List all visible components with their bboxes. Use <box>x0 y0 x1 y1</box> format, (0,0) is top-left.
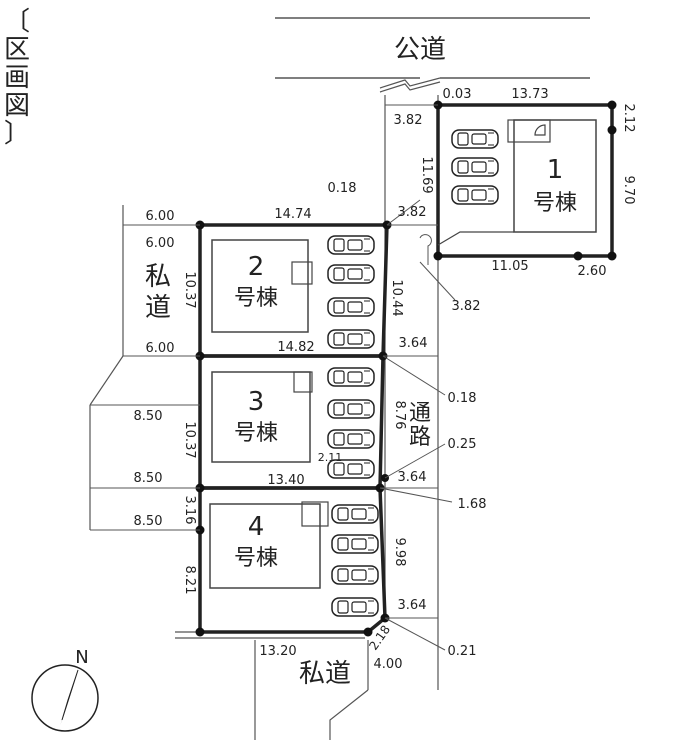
public-road: 公道 <box>275 17 590 93</box>
dim-6-00-c: 6.00 <box>146 341 175 356</box>
dim-2-12: 2.12 <box>621 104 636 133</box>
dim-13-20: 13.20 <box>259 644 296 659</box>
building-3-number: 3 <box>248 387 265 417</box>
dim-0-18-mid: 0.18 <box>448 391 477 406</box>
dim-4-00: 4.00 <box>374 657 403 672</box>
dim-9-70: 9.70 <box>621 176 636 205</box>
dim-10-37-a: 10.37 <box>182 271 197 308</box>
lot-1: 1 号棟 <box>436 103 614 258</box>
title-char-ga: 画 <box>3 63 30 93</box>
dim-10-44: 10.44 <box>389 279 404 316</box>
building-2-number: 2 <box>248 252 265 282</box>
building-2-footprint <box>211 239 309 333</box>
dim-8-50-a: 8.50 <box>134 409 163 424</box>
title-bracket-close: 〕 <box>3 119 30 149</box>
public-road-label: 公道 <box>394 35 446 65</box>
dim-0-21: 0.21 <box>448 644 477 659</box>
dim-3-64-a: 3.64 <box>399 336 428 351</box>
building-3-label: 号棟 <box>234 421 278 446</box>
dim-3-64-c: 3.64 <box>398 598 427 613</box>
dim-14-82: 14.82 <box>277 340 314 355</box>
dim-2-18: 2.18 <box>366 623 393 653</box>
dim-3-16: 3.16 <box>182 496 197 525</box>
building-1-number: 1 <box>547 155 564 185</box>
north-compass: N <box>31 647 99 732</box>
dim-3-82-mid: 3.82 <box>398 205 427 220</box>
dim-6-00-a: 6.00 <box>146 209 175 224</box>
private-road-left-char-1: 私 <box>145 262 171 292</box>
entrance-1 <box>507 119 551 143</box>
dim-13-40: 13.40 <box>267 473 304 488</box>
building-4-number: 4 <box>248 512 265 542</box>
lot-4: 4 号棟 <box>198 486 387 634</box>
private-road-bottom-label: 私道 <box>299 659 351 689</box>
north-label: N <box>75 647 88 668</box>
dim-3-82-top: 3.82 <box>394 113 423 128</box>
dim-0-03: 0.03 <box>443 87 472 102</box>
dim-11-69: 11.69 <box>419 156 434 193</box>
building-3-footprint <box>211 371 311 463</box>
building-1-label: 号棟 <box>533 191 577 216</box>
title-bracket-open: 〔 <box>3 7 30 37</box>
dim-3-82-ext: 3.82 <box>452 299 481 314</box>
dim-0-18-top: 0.18 <box>328 181 357 196</box>
dim-1-68: 1.68 <box>458 497 487 512</box>
dim-6-00-b: 6.00 <box>146 236 175 251</box>
passage-char-2: 路 <box>409 425 431 450</box>
dim-8-50-b: 8.50 <box>134 471 163 486</box>
plan-title: 〔 区 画 図 〕 <box>2 8 32 148</box>
title-char-zu: 図 <box>3 91 30 121</box>
passage-char-1: 通 <box>409 401 431 426</box>
building-2-label: 号棟 <box>234 286 278 311</box>
private-road-left-char-2: 道 <box>145 293 171 323</box>
title-char-ku: 区 <box>3 35 30 65</box>
building-1-footprint <box>513 119 597 233</box>
dim-13-73: 13.73 <box>511 87 548 102</box>
dim-10-37-b: 10.37 <box>182 421 197 458</box>
building-4-label: 号棟 <box>234 546 278 571</box>
dim-8-21: 8.21 <box>182 566 197 595</box>
dim-2-60: 2.60 <box>578 264 607 279</box>
dimension-lines <box>90 104 456 651</box>
access-lines <box>89 95 439 740</box>
dimension-labels: 0.03 13.73 2.12 3.82 11.69 9.70 0.18 3.8… <box>134 87 636 672</box>
lot-3: 3 号棟 <box>198 354 385 490</box>
dim-8-50-c: 8.50 <box>134 514 163 529</box>
dim-8-76: 8.76 <box>392 401 407 430</box>
dim-14-74: 14.74 <box>274 207 311 222</box>
dim-9-98: 9.98 <box>392 538 407 567</box>
lot-2: 2 号棟 <box>198 223 389 358</box>
dim-11-05: 11.05 <box>491 259 528 274</box>
dim-2-11: 2.11 <box>318 451 343 464</box>
dim-3-64-b: 3.64 <box>398 470 427 485</box>
dim-0-25: 0.25 <box>448 437 477 452</box>
building-4-footprint <box>209 503 321 589</box>
